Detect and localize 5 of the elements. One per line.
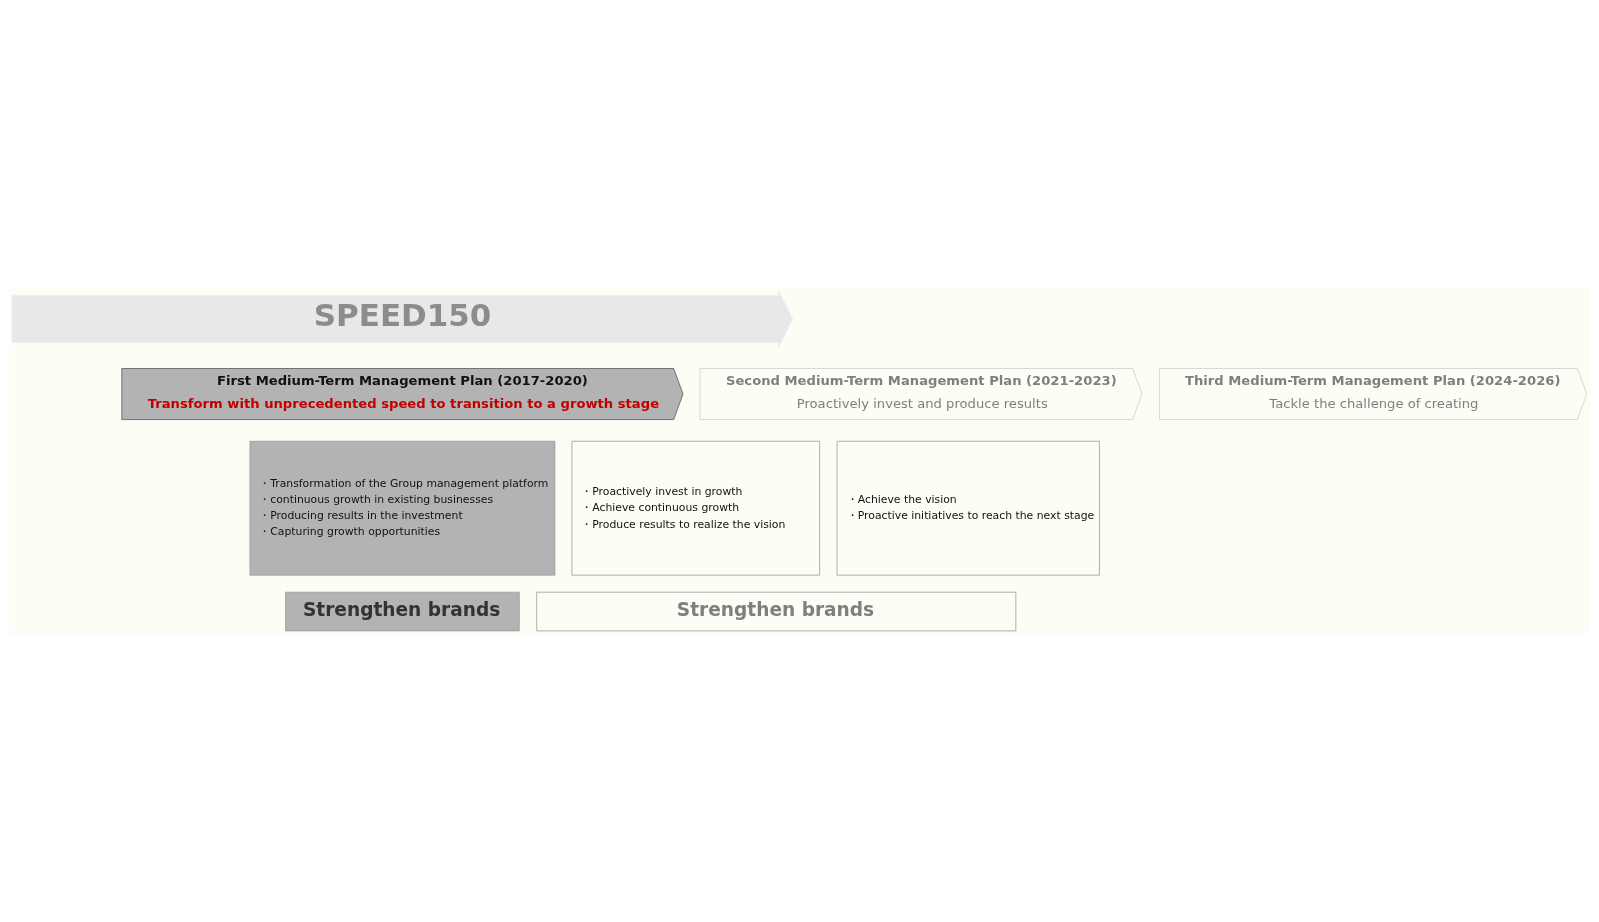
node-box: Strengthen brands xyxy=(536,591,1017,632)
node-box: ・Proactively invest in growth ・Achieve continuous growth ・Produce results to realize the vision xyxy=(571,440,820,576)
node-box: Strengthen brands xyxy=(285,591,520,632)
node-box: ・Transformation of the Group management platform ・continuous growth in existing businesses ・Producing results in the investment ・Capturing growth opportunities xyxy=(249,440,556,576)
node-box: ・Achieve the vision ・Proactive initiatives to reach the next stage xyxy=(836,440,1100,576)
